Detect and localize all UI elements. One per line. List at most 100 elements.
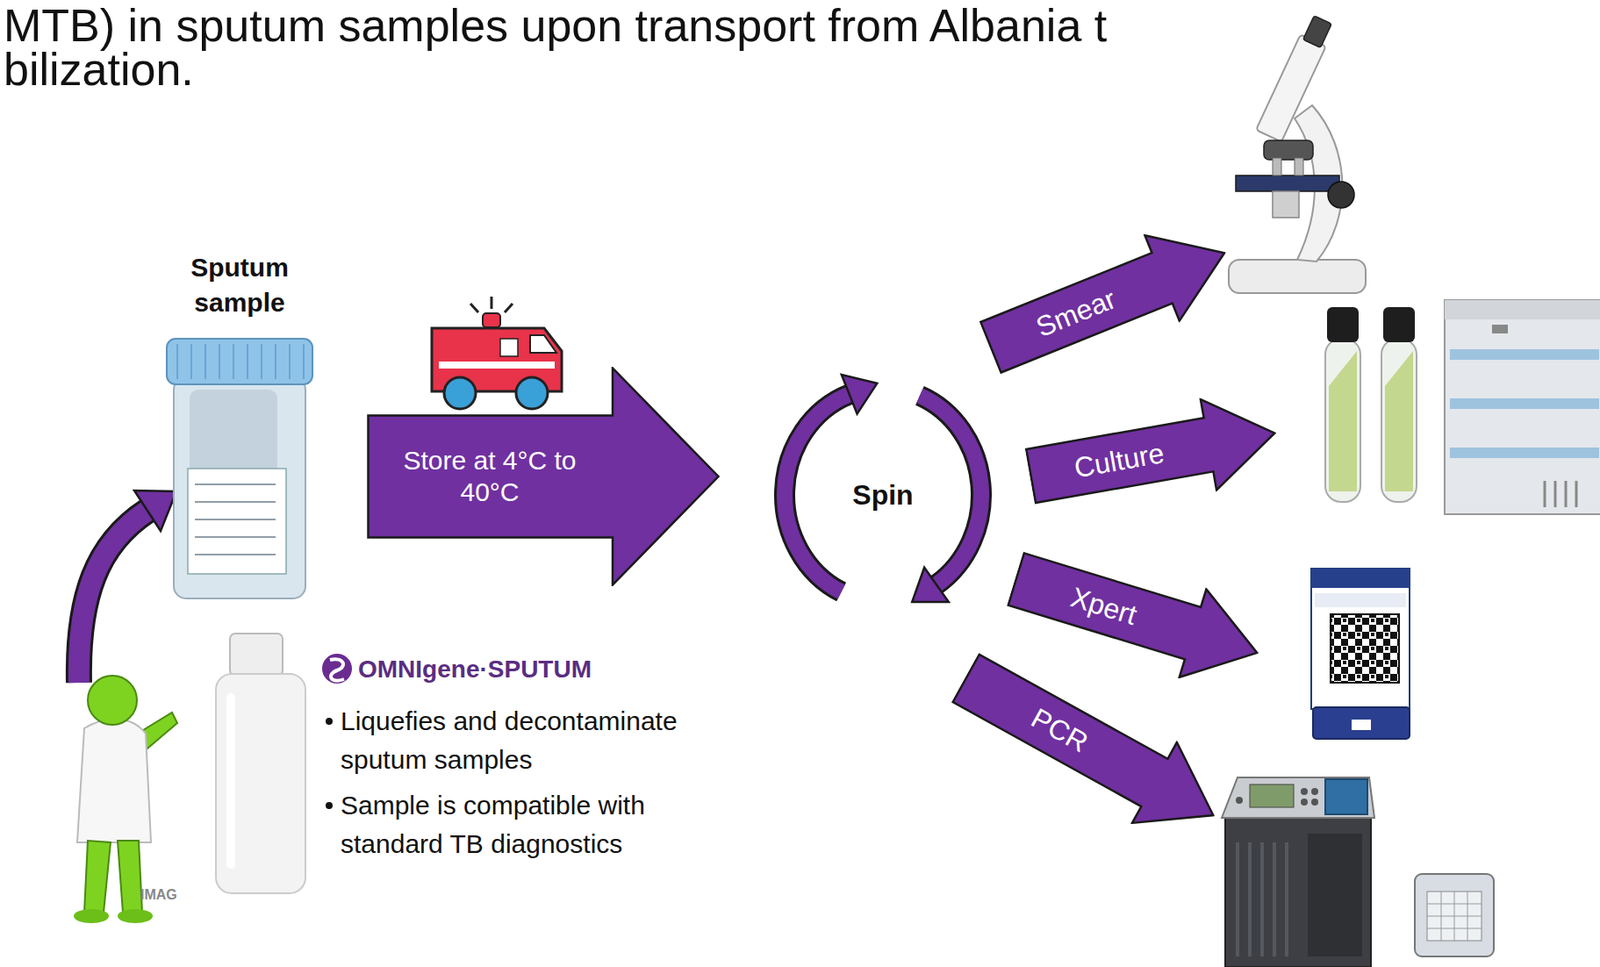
lid-ridge <box>218 344 221 380</box>
pcr-machine-part <box>1249 784 1294 808</box>
lid-ridge <box>190 344 193 380</box>
cycle-arc <box>919 395 982 585</box>
culture-instrument-part <box>1543 480 1547 508</box>
pcr-machine-part <box>1311 798 1319 806</box>
xpert-cartridge-part <box>1313 707 1410 740</box>
bullet-dots-part <box>325 802 333 810</box>
culture-instrument-part <box>1554 480 1557 508</box>
pcr-machine-part <box>1221 777 1375 818</box>
label-line <box>194 553 276 556</box>
microscope-icon <box>1228 14 1366 294</box>
culture-tubes-part <box>1384 351 1414 492</box>
culture-tubes-part <box>1383 307 1415 343</box>
arrow-shape <box>1001 533 1273 699</box>
pcr-machine-part <box>1225 816 1371 967</box>
sample-bottle-part <box>215 674 306 894</box>
xpert-cartridge-part <box>1330 614 1400 683</box>
sample-bottle-part <box>226 693 236 869</box>
ambulance-icon-part <box>504 303 513 313</box>
ambulance-icon <box>431 296 562 409</box>
arrow-body <box>368 368 719 586</box>
sample-container: Sputum sample <box>163 250 316 603</box>
person-figure-part <box>117 840 143 913</box>
microscope-icon-part <box>1294 157 1304 176</box>
pcr-machine-part <box>1300 798 1308 806</box>
culture-tubes-part <box>1328 351 1357 492</box>
pcr-plate-part <box>1467 891 1469 941</box>
culture-tubes-part <box>1325 338 1361 503</box>
logo-icon-part <box>322 653 352 684</box>
logo-icon-part <box>330 659 345 681</box>
title-text: MTB) in sputum samples upon transport fr… <box>3 0 1107 51</box>
bullet-text: Liquefies and decontaminate sputum sampl… <box>340 702 736 780</box>
microscope-icon-part <box>1235 175 1340 192</box>
node-text: Smear <box>1031 281 1121 345</box>
bullet-text: Sample is compatible with standard TB di… <box>340 786 736 864</box>
culture-instrument-part <box>1444 300 1600 515</box>
arrow-text-area: Smear <box>979 252 1173 374</box>
microscope-icon-part-part <box>1303 15 1333 48</box>
ambulance-icon-part <box>444 377 476 409</box>
person-figure <box>73 675 178 924</box>
pcr-plate-part <box>1454 891 1456 941</box>
pcr-machine-part <box>1272 842 1277 957</box>
arrow-body <box>1022 387 1283 522</box>
pcr-machine <box>1221 777 1375 967</box>
lid-ridge <box>302 344 305 380</box>
labelled-arrow: Smear <box>971 208 1243 393</box>
lid-ridge <box>260 344 263 380</box>
curved-arrow-part <box>134 490 177 531</box>
cycle-arc-outline <box>919 395 982 585</box>
bullet-dots <box>325 717 333 810</box>
node-text: Sputum sample <box>163 250 316 321</box>
node-text: Xpert <box>1067 580 1141 632</box>
arrow-text-area: PCR <box>951 653 1168 807</box>
culture-instrument-part <box>1449 447 1600 459</box>
culture-instrument-part <box>1449 398 1600 409</box>
arrow-text-area: Store at 4°C to 40°C <box>366 416 613 539</box>
lid-ridge <box>274 344 277 380</box>
ambulance-icon-part <box>530 335 557 353</box>
pcr-machine-part <box>1260 842 1264 957</box>
node-text: Spin <box>852 479 913 512</box>
bullet-dots-part <box>325 717 333 725</box>
container-lid <box>166 338 313 385</box>
xpert-cartridge-part <box>1351 719 1371 731</box>
pcr-machine-part <box>1248 842 1252 957</box>
microscope-icon-part <box>1327 181 1355 209</box>
microscope-icon-part <box>1228 259 1366 294</box>
pcr-machine-part <box>1307 833 1363 957</box>
label-line <box>194 536 276 539</box>
pcr-machine-part <box>1311 788 1319 796</box>
arrow-body <box>1002 535 1270 697</box>
ambulance-icon-part <box>500 338 518 357</box>
culture-instrument-part <box>1444 300 1600 320</box>
curved-arrow-part <box>78 510 148 683</box>
pcr-plate-part <box>1427 891 1482 941</box>
title-text: bilization. <box>3 43 194 95</box>
cycle-arrowhead <box>841 374 877 415</box>
person-figure-part <box>117 909 153 924</box>
node-text: PCR <box>1025 701 1094 760</box>
sputum-container-icon <box>163 337 316 603</box>
labelled-arrow: Store at 4°C to 40°C <box>366 366 720 587</box>
container-label <box>187 468 287 574</box>
labelled-arrow: Xpert <box>1001 533 1273 699</box>
person-figure-part <box>87 675 137 725</box>
sample-bottle-part <box>229 633 283 676</box>
xpert-cartridge <box>1311 568 1410 740</box>
lid-ridge <box>204 344 207 380</box>
pcr-plate-part <box>1414 874 1494 957</box>
microscope-icon-part <box>1263 140 1314 160</box>
pcr-plate <box>1414 874 1494 957</box>
ambulance-icon-part <box>482 313 501 328</box>
lid-ridge <box>288 344 291 380</box>
logo-text: OMNIgene·SPUTUM <box>358 654 592 685</box>
arrow-text-area: Xpert <box>1006 552 1201 660</box>
culture-instrument-part <box>1492 324 1508 334</box>
lid-ridge <box>232 344 235 380</box>
logo-icon <box>322 653 352 684</box>
node-text: Culture <box>1070 436 1166 486</box>
container-body <box>173 377 306 599</box>
